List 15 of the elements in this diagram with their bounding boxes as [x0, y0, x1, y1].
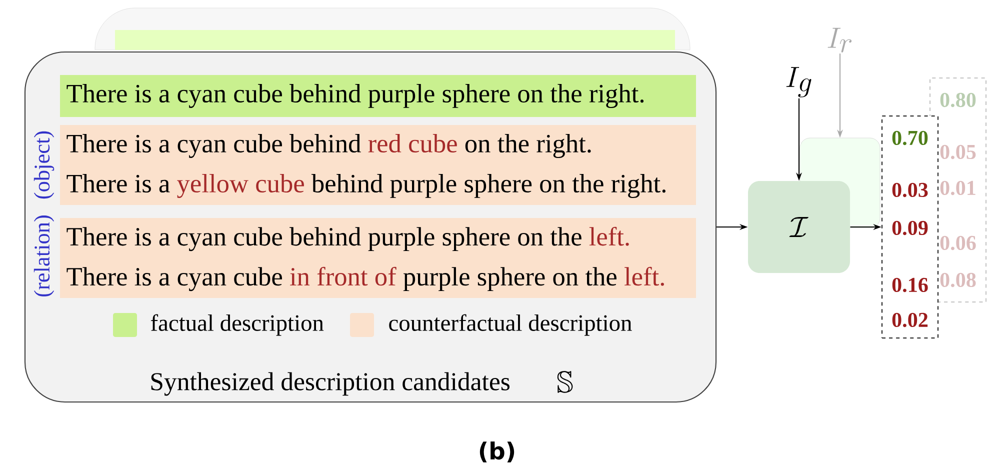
card-caption: Synthesized description candidates	[151, 372, 510, 396]
input-symbol: $I_g$	[786, 67, 812, 98]
input-symbol: $I_r$	[828, 28, 852, 52]
set-symbol: $\mathbb{S}$	[557, 371, 573, 393]
description-band: There is a cyan cube behind purple sphere on the left. There is a cyan cube in front of purple sphere on the left.	[60, 218, 696, 298]
description-band: There is a cyan cube behind purple sphere on the right.	[60, 75, 696, 117]
panel-caption: (b)	[480, 442, 514, 462]
legend-label: factual description	[150, 314, 324, 336]
stacked-card	[94, 8, 690, 50]
axis-label: (relation)	[34, 216, 54, 296]
description-band: There is a cyan cube behind red cube on the right. There is a yellow cube behind purple sphere on the right.	[60, 125, 696, 205]
score-column: 0.70 0.03 0.09 0.16 0.02	[881, 115, 939, 339]
axis-label: (object)	[34, 131, 54, 199]
legend-label: counterfactual description	[389, 314, 632, 336]
module-box: $\mathcal{I}$	[748, 181, 850, 273]
